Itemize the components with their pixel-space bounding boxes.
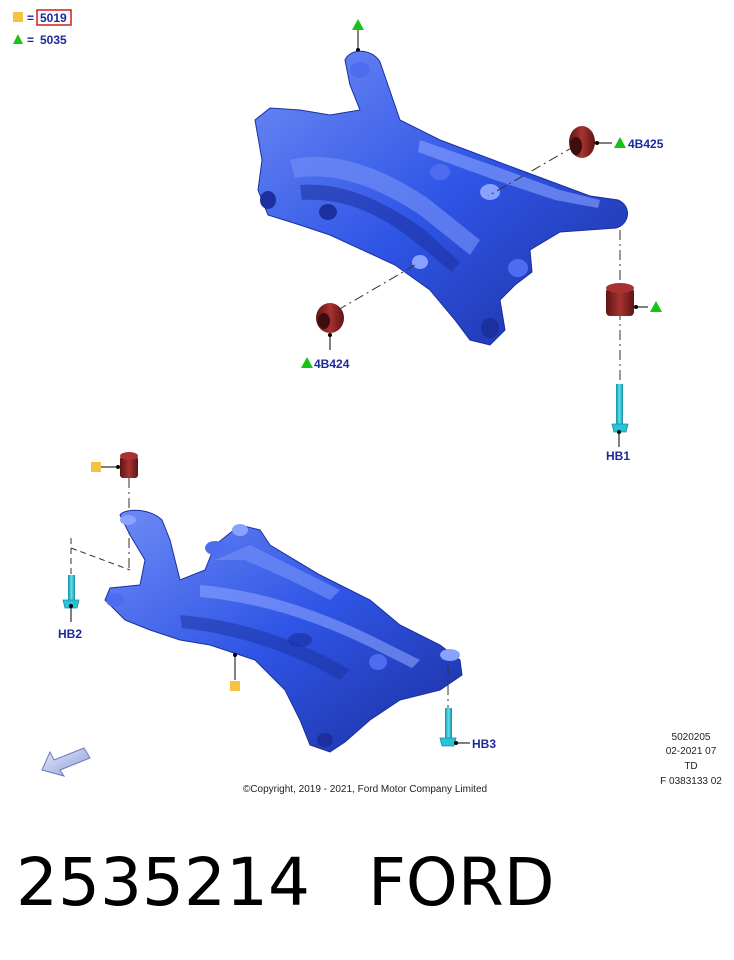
mount-bushing-right — [606, 283, 662, 316]
bushing-upper-left — [91, 452, 138, 478]
info-line-3: TD — [684, 761, 697, 772]
legend-triangle-label: 5035 — [40, 33, 67, 47]
rear-subframe-body — [254, 50, 628, 346]
front-subframe: HB2 HB3 — [58, 452, 496, 753]
callout-hb1: HB1 — [606, 449, 630, 463]
brand-name: FORD — [367, 844, 555, 921]
bolt-hb3: HB3 — [439, 665, 496, 751]
info-block: 5020205 02-2021 07 TD F 0383133 02 — [660, 732, 722, 787]
green-triangle-icon — [614, 137, 626, 148]
bottom-caption: 2535214 FORD — [16, 838, 716, 928]
callout-hb2: HB2 — [58, 627, 82, 641]
legend-square-label: 5019 — [40, 11, 67, 25]
green-triangle-icon — [650, 301, 662, 312]
yellow-square-icon — [230, 681, 240, 691]
rear-subframe: 4B425 4B424 HB1 — [254, 19, 664, 463]
front-subframe-body — [104, 509, 463, 753]
green-triangle-icon — [301, 357, 313, 368]
front-direction-arrow-icon — [41, 747, 91, 777]
info-line-2: 02-2021 07 — [666, 746, 717, 757]
rear-crossmember — [290, 156, 480, 255]
part-number: 2535214 — [16, 844, 310, 921]
yellow-square-icon — [13, 12, 23, 22]
callout-4b425: 4B425 — [628, 137, 664, 151]
info-line-1: 5020205 — [672, 732, 711, 743]
legend-square-box — [36, 9, 72, 26]
legend: = 5019 = 5035 — [13, 9, 72, 47]
legend-equals-2: = — [27, 33, 34, 47]
info-line-4: F 0383133 02 — [660, 776, 722, 787]
bushing-4b424: 4B424 — [301, 303, 350, 371]
bolt-hb1: HB1 — [606, 384, 630, 463]
legend-equals: = — [27, 11, 34, 25]
copyright-text: ©Copyright, 2019 - 2021, Ford Motor Comp… — [243, 784, 487, 795]
bushing-4b425: 4B425 — [569, 126, 664, 158]
callout-hb3: HB3 — [472, 737, 496, 751]
green-triangle-icon — [352, 19, 364, 30]
bolt-hb2: HB2 — [58, 548, 82, 641]
green-triangle-icon — [13, 34, 23, 44]
callout-4b424: 4B424 — [314, 357, 350, 371]
